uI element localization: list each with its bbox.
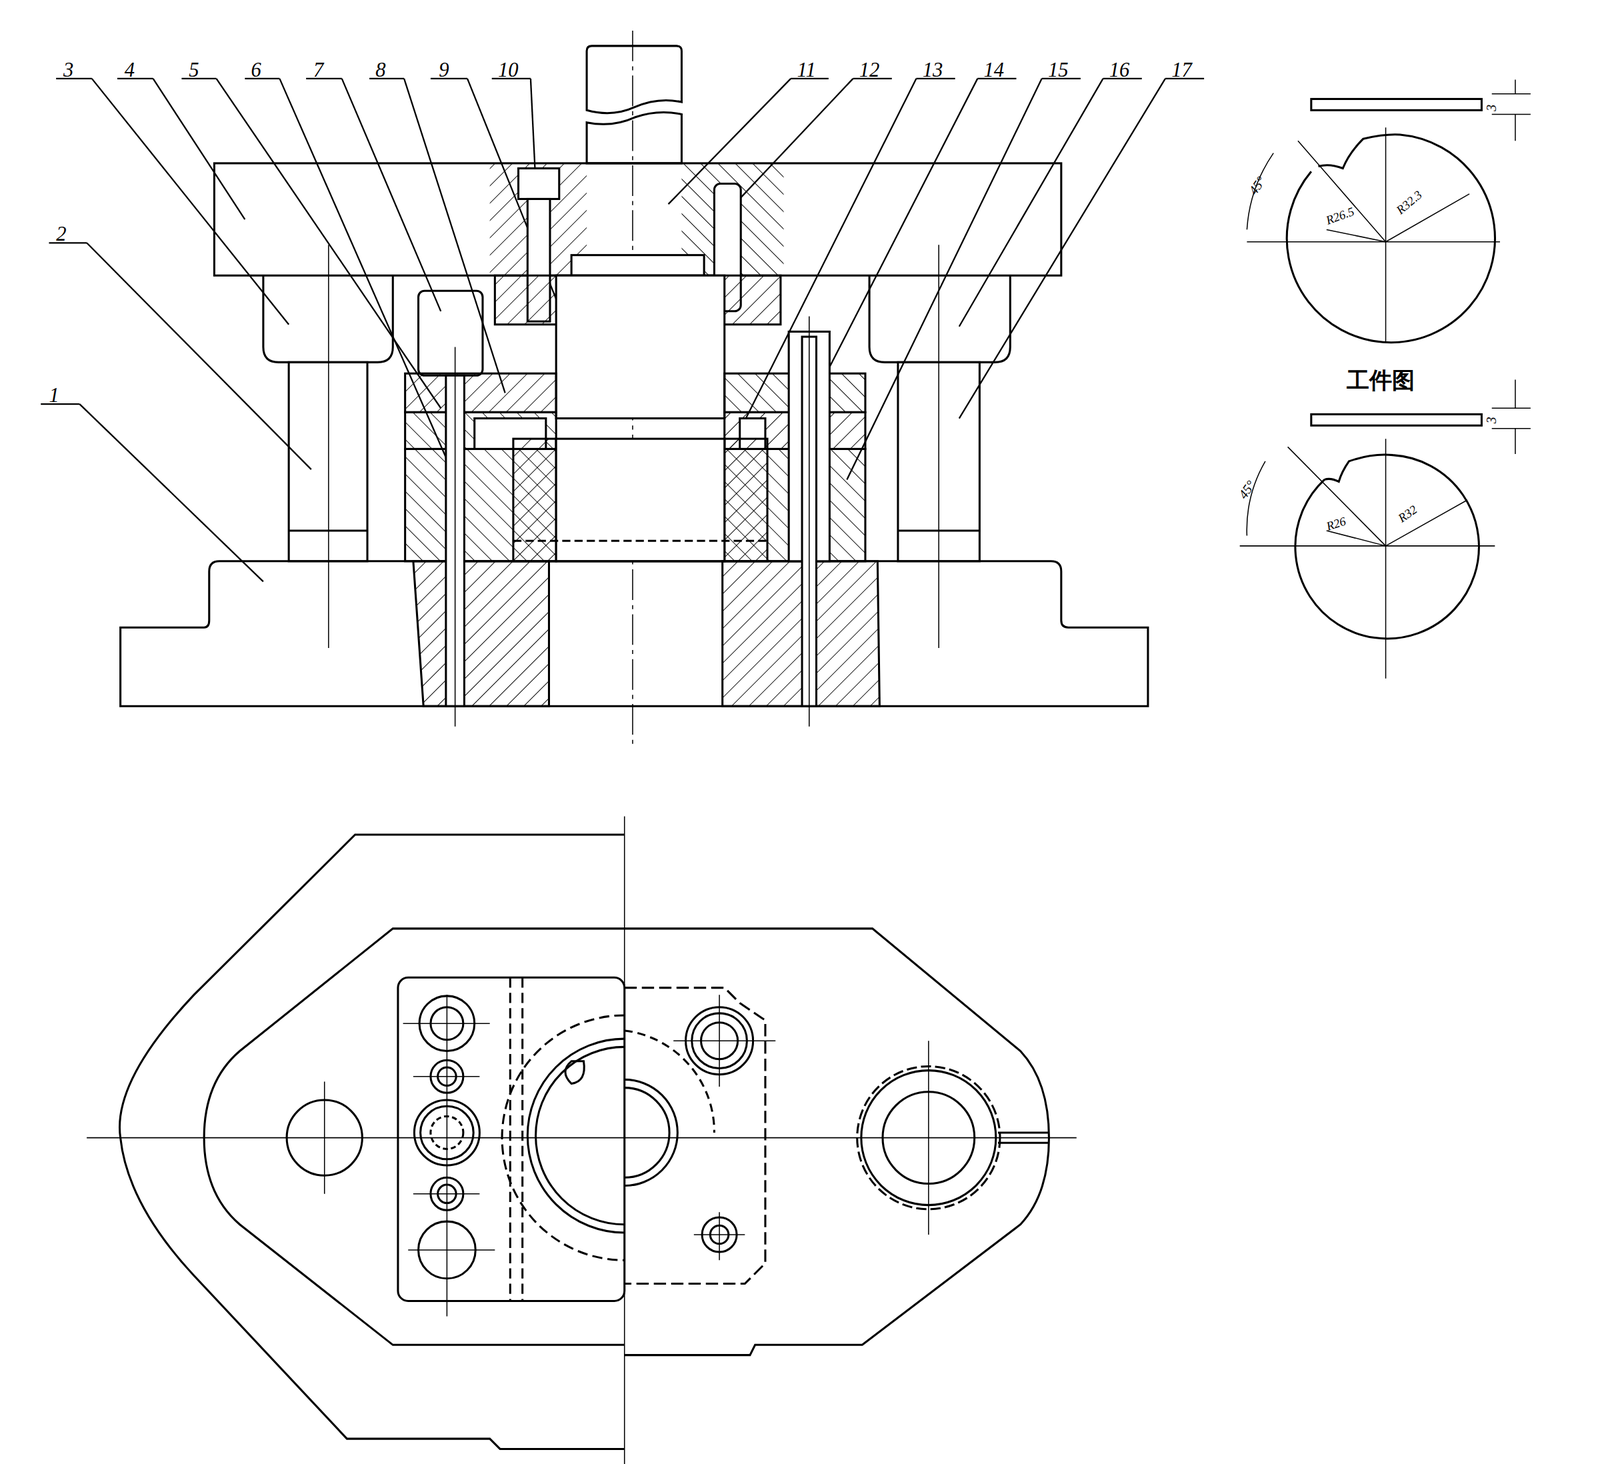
dimension: R26.5 [1324,205,1356,227]
callout-number: 3 [63,59,74,80]
dimension: 45° [1236,478,1258,501]
callout-number: 10 [498,59,519,80]
callout-number: 15 [1048,59,1069,80]
dimension: R32 [1396,503,1420,525]
callout-number: 14 [983,59,1004,80]
drawing-title: 工件图 [1346,369,1414,392]
callout-number: 11 [796,59,816,80]
callout-number: 5 [188,59,199,80]
dimension: 3 [1484,416,1498,424]
callout-number: 13 [922,59,944,80]
callout-number: 9 [438,59,449,80]
callout-number: 17 [1171,59,1192,80]
callout-number: 12 [859,59,880,80]
dimension: R32.3 [1394,188,1424,217]
callout-number: 6 [251,59,262,80]
dimension: 45° [1246,174,1268,197]
callout-number: 8 [375,59,386,80]
callout-number: 4 [124,59,135,80]
dimension: R26 [1324,514,1348,533]
callout-number: 7 [313,59,324,80]
callout-number: 2 [56,223,66,244]
callout-number: 16 [1109,59,1130,80]
dimension: 3 [1484,104,1498,112]
callout-number: 1 [48,384,59,406]
